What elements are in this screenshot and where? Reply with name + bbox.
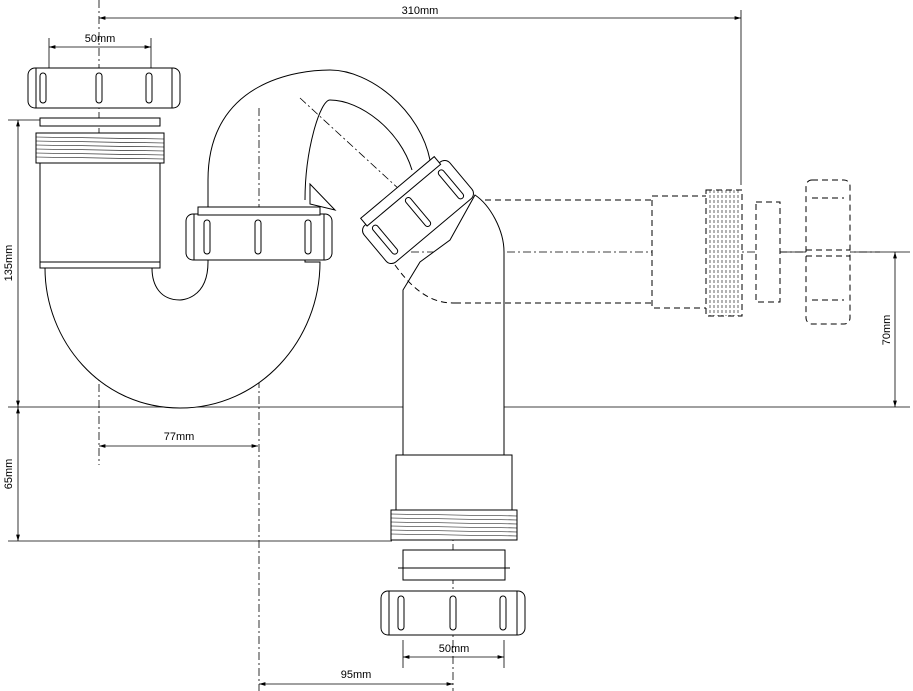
inlet-washer (39, 117, 161, 127)
inlet-tail (35, 132, 165, 269)
alt-thread (705, 189, 743, 317)
dim-50-bottom-label: 50mm (439, 643, 470, 655)
inlet-nut (27, 67, 181, 109)
dim-65-label: 65mm (3, 459, 15, 490)
dim-95-label: 95mm (341, 669, 372, 681)
dim-310-label: 310mm (402, 5, 439, 17)
outlet-washer (402, 549, 506, 581)
inlet-nut-body (27, 67, 181, 109)
alt-washer (755, 201, 781, 303)
trap-nut-collar (197, 206, 321, 216)
outlet-nut (380, 590, 526, 636)
alt-socket (651, 195, 711, 309)
first-u-trap (44, 254, 321, 409)
trap-nut (185, 206, 333, 261)
elbow-nut (359, 155, 474, 265)
elbow-centerline (299, 97, 401, 191)
dim-77-label: 77mm (164, 431, 195, 443)
dim-50-top-label: 50mm (85, 33, 116, 45)
dim-70-label: 70mm (881, 315, 893, 346)
alternate-horizontal-outlet (394, 179, 851, 325)
trap-arch-inner (304, 99, 413, 201)
trap-arch-outer (207, 69, 431, 258)
overflow-fin (309, 182, 337, 211)
dim-135-label: 135mm (3, 245, 15, 282)
outlet-socket (395, 454, 513, 511)
vertical-outlet-pipe (402, 194, 505, 456)
alt-nut (805, 179, 851, 325)
